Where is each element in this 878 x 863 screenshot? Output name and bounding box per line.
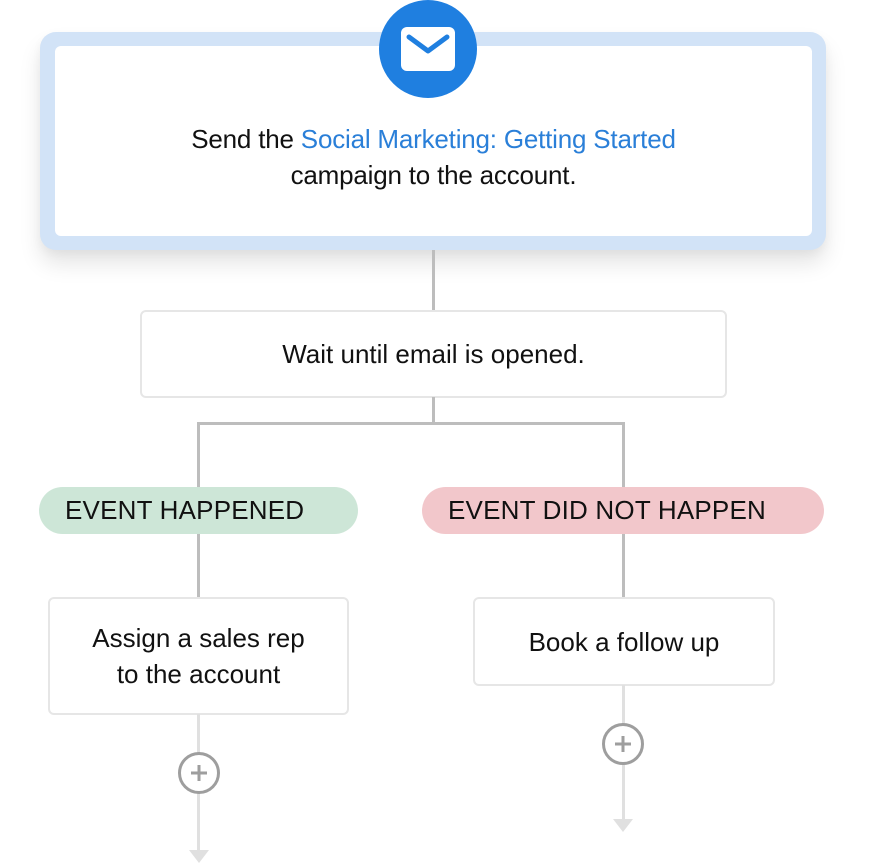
condition-label: EVENT HAPPENED [65, 495, 305, 525]
action-assign-sales-rep[interactable]: Assign a sales rep to the account [48, 597, 349, 715]
condition-event-happened[interactable]: EVENT HAPPENED [39, 487, 358, 534]
condition-label: EVENT DID NOT HAPPEN [448, 495, 766, 525]
action-label-line1: Assign a sales rep [92, 623, 305, 653]
campaign-step-text: Send the Social Marketing: Getting Start… [191, 121, 676, 193]
branch-line-right [622, 422, 625, 488]
mail-badge [379, 0, 477, 98]
campaign-prefix: Send the [191, 124, 294, 154]
connector-line [197, 534, 200, 598]
connector-line [432, 397, 435, 424]
action-label: Book a follow up [528, 626, 720, 657]
plus-icon [191, 765, 207, 781]
campaign-suffix: campaign to the account. [290, 160, 577, 190]
branch-line-left [197, 422, 200, 488]
arrow-down-icon [613, 819, 633, 832]
campaign-name-link[interactable]: Social Marketing: Getting Started [300, 124, 676, 154]
connector-line [622, 534, 625, 598]
mail-icon [401, 27, 455, 71]
branch-split-line [197, 422, 625, 425]
wait-step-label: Wait until email is opened. [282, 339, 585, 369]
action-label-line2: to the account [116, 659, 281, 689]
arrow-down-icon [189, 850, 209, 863]
add-step-button-left[interactable] [178, 752, 220, 794]
condition-event-did-not-happen[interactable]: EVENT DID NOT HAPPEN [422, 487, 824, 534]
action-book-follow-up[interactable]: Book a follow up [473, 597, 775, 686]
add-step-button-right[interactable] [602, 723, 644, 765]
wait-step-card[interactable]: Wait until email is opened. [140, 310, 727, 398]
connector-line [432, 250, 435, 311]
plus-icon [615, 736, 631, 752]
